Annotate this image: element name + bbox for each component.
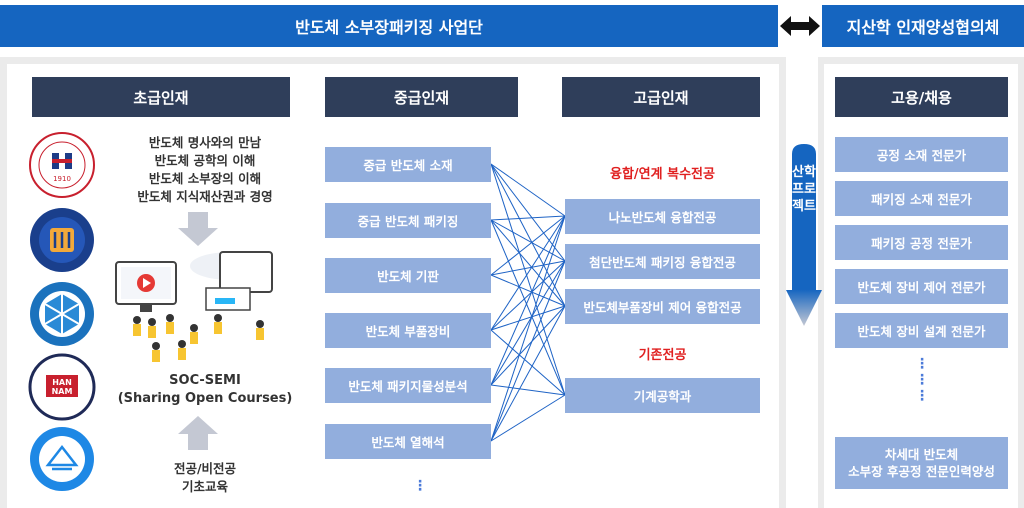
svg-text:NAM: NAM: [52, 387, 73, 396]
basic-education-line1: 전공/비전공: [173, 461, 237, 476]
employment-header: 고용/채용: [835, 77, 1008, 117]
employment-more-dot: ⋮: [915, 372, 929, 388]
employment-item: 공정 소재 전문가: [835, 137, 1008, 172]
double-arrow-icon: [780, 16, 820, 36]
next-gen-line1: 차세대 반도체: [884, 447, 959, 462]
seoultech-year: 1910: [53, 175, 71, 183]
project-label-text: 산학프로젝트: [792, 165, 816, 214]
advanced-item: 기계공학과: [565, 378, 760, 413]
council-banner: 지산학 인재양성협의체: [822, 5, 1024, 47]
course-item: 반도체 소부장의 이해: [148, 171, 262, 186]
employment-item: 패키징 공정 전문가: [835, 225, 1008, 260]
program-banner: 반도체 소부장패키징 사업단: [0, 5, 778, 47]
koreatech-logo: [30, 208, 94, 272]
online-class-illustration: [115, 251, 273, 362]
existing-major-label: 기존전공: [638, 348, 687, 363]
convergence-label: 융합/연계 복수전공: [610, 167, 715, 182]
employment-item: 반도체 장비 설계 전문가: [835, 313, 1008, 348]
up-arrow-icon: [178, 416, 218, 450]
intermediate-item: 반도체 기판: [325, 258, 491, 293]
soc-semi-subtitle: (Sharing Open Courses): [117, 391, 293, 406]
beginner-course-list: 반도체 명사와의 만남 반도체 공학의 이해 반도체 소부장의 이해 반도체 지…: [110, 134, 300, 206]
advanced-header: 고급인재: [562, 77, 760, 117]
intermediate-header: 중급인재: [325, 77, 518, 117]
project-arrow: [786, 144, 822, 326]
intermediate-item: 중급 반도체 소재: [325, 147, 491, 182]
course-item: 반도체 지식재산권과 경영: [137, 189, 273, 204]
advanced-item: 나노반도체 융합전공: [565, 199, 760, 234]
course-item: 반도체 공학의 이해: [154, 153, 256, 168]
next-gen-line2: 소부장 후공정 전문인력양성: [848, 464, 995, 479]
employment-more-dot: ⋮: [915, 388, 929, 404]
advanced-item: 반도체부품장비 제어 융합전공: [565, 289, 760, 324]
intermediate-item: 반도체 패키지물성분석: [325, 368, 491, 403]
hannam-logo: HAN NAM: [28, 353, 96, 421]
employment-more-dot: ⋮: [915, 356, 929, 372]
project-label: 산학프로젝트: [792, 164, 816, 215]
svg-text:HAN: HAN: [52, 378, 72, 387]
intermediate-item: 반도체 부품장비: [325, 313, 491, 348]
tukorea-logo: [30, 282, 94, 346]
soc-semi-title: SOC-SEMI: [169, 373, 241, 388]
beginner-header: 초급인재: [32, 77, 290, 117]
intermediate-item: 반도체 열해석: [325, 424, 491, 459]
employment-item: 반도체 장비 제어 전문가: [835, 269, 1008, 304]
next-gen-workforce-box: 차세대 반도체 소부장 후공정 전문인력양성: [835, 437, 1008, 489]
down-arrow-icon: [178, 212, 218, 246]
intermediate-more: ⋮: [413, 478, 427, 494]
employment-item: 패키징 소재 전문가: [835, 181, 1008, 216]
intermediate-item: 중급 반도체 패키징: [325, 203, 491, 238]
basic-education-line2: 기초교육: [181, 479, 228, 494]
course-item: 반도체 명사와의 만남: [148, 135, 262, 150]
advanced-item: 첨단반도체 패키징 융합전공: [565, 244, 760, 279]
daelim-logo: [30, 427, 94, 491]
seoultech-logo: 1910: [29, 132, 95, 198]
employment-more: ⋮ ⋮ ⋮: [912, 356, 932, 404]
